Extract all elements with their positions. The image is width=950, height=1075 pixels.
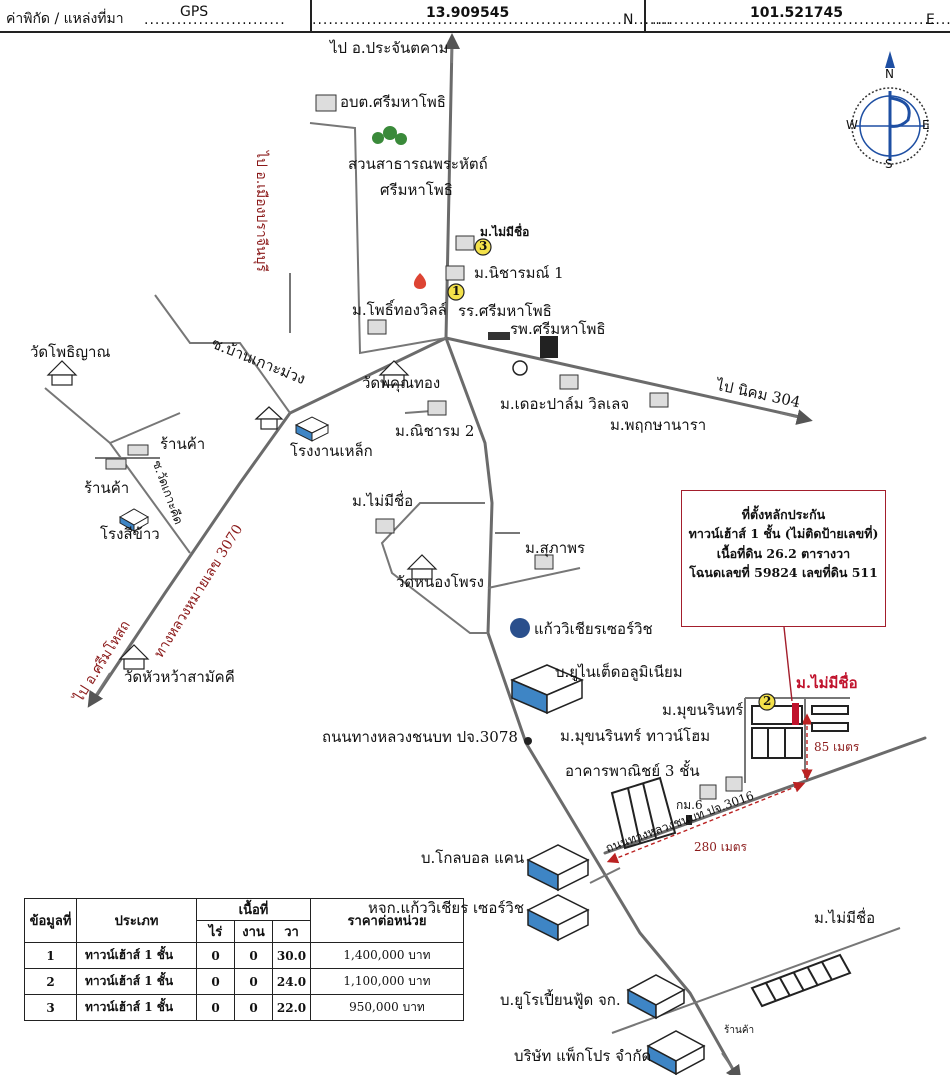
marker-3-number: 3 bbox=[479, 239, 488, 253]
label-mb-unnamed-red: ม.ไม่มีชื่อ bbox=[796, 674, 858, 692]
label-united-aluminium: บ.ยูไนเต็ดอลูมิเนียม bbox=[555, 663, 683, 681]
service-icon bbox=[510, 618, 530, 638]
compass-n: N bbox=[885, 67, 894, 81]
roundabout-icon bbox=[512, 360, 528, 376]
callout-line2: ทาวน์เฮ้าส์ 1 ชั้น (ไม่ติดป้ายเลขที่) bbox=[688, 526, 879, 542]
callout-line3: เนื้อที่ดิน 26.2 ตารางวา bbox=[716, 545, 851, 561]
label-mb-mukharin-townhome: ม.มุขนรินทร์ ทาวน์โฮม bbox=[560, 727, 711, 745]
th-type: ประเภท bbox=[76, 898, 197, 943]
th-no: ข้อมูลที่ bbox=[24, 898, 77, 943]
compass-rose-icon bbox=[851, 51, 929, 165]
compass-e: E bbox=[922, 118, 930, 132]
label-shop-1: ร้านค้า bbox=[160, 435, 206, 453]
gps-lat-unit: N bbox=[623, 12, 634, 28]
label-shop-bottom: ร้านค้า bbox=[724, 1025, 755, 1036]
callout-line4: โฉนดเลขที่ 59824 เลขที่ดิน 511 bbox=[689, 565, 878, 581]
gps-header: ค่าพิกัด / แหล่งที่มา GPS ..............… bbox=[0, 0, 950, 33]
hospital-icon bbox=[540, 336, 558, 358]
label-to-prachantakham: ไป อ.ประจันตคาม bbox=[330, 39, 449, 57]
road-network bbox=[44, 33, 927, 1075]
gas-station-icon bbox=[413, 273, 427, 289]
label-wat-phukhunthong: วัดพคุณทอง bbox=[362, 374, 441, 392]
junction-dot bbox=[524, 737, 532, 745]
label-km6: กม.6 bbox=[676, 798, 703, 812]
label-rural-road-3078: ถนนทางหลวงชนบท ปจ.3078 bbox=[322, 728, 518, 746]
map-canvas: 1 3 2 N S E W ไป อ.ประจันตคาม ไป อ.เมือง… bbox=[0, 33, 950, 1075]
marker-3[interactable] bbox=[474, 238, 492, 256]
label-mb-phothongvilla: ม.โพธิ์ทองวิลล์ bbox=[352, 301, 447, 319]
label-to-mueang-prachinburi: ไป อ.เมืองปราจีนบุรี bbox=[253, 151, 269, 272]
gps-label: ค่าพิกัด / แหล่งที่มา bbox=[6, 11, 124, 27]
gps-lon-unit: E bbox=[926, 12, 935, 28]
label-wat-nongphrong: วัดหนองโพรง bbox=[396, 573, 484, 591]
main-road bbox=[444, 41, 737, 1075]
park-icon bbox=[372, 126, 407, 145]
marker-2[interactable] bbox=[758, 693, 776, 711]
marker-2-number: 2 bbox=[763, 694, 772, 708]
th-wa: วา bbox=[272, 920, 311, 943]
label-mb-unnamed-mid: ม.ไม่มีชื่อ bbox=[352, 492, 414, 510]
label-wat-huawa: วัดหัวหว้าสามัคคี bbox=[124, 668, 235, 686]
gps-lon-cell: ........................................… bbox=[652, 5, 950, 28]
th-area: เนื้อที่ bbox=[196, 898, 311, 921]
label-kaew-wichian: แก้ววิเชียรเซอร์วิช bbox=[534, 620, 653, 638]
label-rice-mill: โรงสีข้าว bbox=[100, 525, 160, 543]
label-park-2: ศรีมหาโพธิ bbox=[380, 181, 453, 199]
label-park-1: สวนสาธารณพระหัตถ์ bbox=[348, 155, 488, 173]
label-distance-85: 85 เมตร bbox=[814, 740, 860, 754]
label-commercial-building: อาคารพาณิชย์ 3 ชั้น bbox=[565, 762, 700, 780]
label-hospital: รพ.ศรีมหาโพธิ bbox=[510, 320, 606, 338]
gps-lon: 101.521745 bbox=[750, 5, 843, 21]
compass: N S E W bbox=[840, 46, 940, 176]
label-pack-pro: บริษัท แพ็กโปร จำกัด bbox=[514, 1047, 652, 1065]
label-shop-2: ร้านค้า bbox=[84, 479, 130, 497]
label-mb-nicharom1: ม.นิชารมณ์ 1 bbox=[474, 264, 564, 282]
th-price: ราคาต่อหน่วย bbox=[310, 898, 464, 943]
compass-w: W bbox=[846, 118, 858, 132]
label-mb-nicharom2: ม.ณิชารม 2 bbox=[395, 422, 475, 440]
gps-lat: 13.909545 bbox=[426, 5, 510, 21]
collateral-callout: ที่ตั้งหลักประกัน ทาวน์เฮ้าส์ 1 ชั้น (ไม… bbox=[681, 490, 886, 627]
gps-source: GPS bbox=[180, 4, 209, 20]
km-post-icon bbox=[686, 815, 692, 825]
callout-line1: ที่ตั้งหลักประกัน bbox=[741, 507, 826, 522]
label-mb-unnamed-top: ม.ไม่มีชื่อ bbox=[480, 225, 530, 239]
table-row: 3 ทาวน์เฮ้าส์ 1 ชั้น 0 0 22.0 950,000 บา… bbox=[24, 994, 464, 1021]
highway-3070 bbox=[93, 336, 448, 700]
gps-lat-cell: ........................................… bbox=[312, 0, 671, 31]
temple-icons bbox=[46, 360, 438, 670]
table-row: 2 ทาวน์เฮ้าส์ 1 ชั้น 0 0 24.0 1,100,000 … bbox=[24, 968, 464, 995]
factory-icons bbox=[118, 416, 706, 1075]
label-distance-280: 280 เมตร bbox=[694, 840, 747, 854]
label-school: รร.ศรีมหาโพธิ bbox=[458, 302, 552, 320]
table-row: 1 ทาวน์เฮ้าส์ 1 ชั้น 0 0 30.0 1,400,000 … bbox=[24, 942, 464, 969]
label-mb-the-palm: ม.เดอะปาล์ม วิลเลจ bbox=[500, 395, 630, 413]
th-ngan: งาน bbox=[234, 920, 273, 943]
gps-source-cell: ค่าพิกัด / แหล่งที่มา GPS ..............… bbox=[0, 0, 312, 31]
marker-1[interactable] bbox=[447, 283, 465, 301]
label-global-can: บ.โกลบอล แคน bbox=[421, 849, 525, 867]
label-mb-mukharin: ม.มุขนรินทร์ bbox=[662, 701, 744, 719]
th-rai: ไร่ bbox=[196, 920, 235, 943]
label-euro-food: บ.ยูโรเปี้ยนฟู้ด จก. bbox=[500, 991, 621, 1009]
label-mb-phruksa: ม.พฤกษานารา bbox=[610, 416, 707, 434]
compass-s: S bbox=[885, 157, 893, 171]
house-icons bbox=[105, 94, 743, 800]
marker-1-number: 1 bbox=[452, 284, 461, 298]
label-steel-factory: โรงงานเหล็ก bbox=[290, 442, 373, 460]
label-mb-unnamed-bottom: ม.ไม่มีชื่อ bbox=[814, 909, 876, 927]
road-nikhom-304 bbox=[444, 336, 802, 419]
label-obt: อบต.ศรีมหาโพธิ bbox=[340, 93, 446, 111]
school-icon bbox=[488, 332, 510, 340]
price-table: ข้อมูลที่ ประเภท เนื้อที่ ราคาต่อหน่วย ไ… bbox=[24, 898, 464, 1021]
label-wat-phothiyan: วัดโพธิญาณ bbox=[30, 343, 111, 361]
label-mb-suphaporn: ม.สุภาพร bbox=[525, 539, 586, 557]
